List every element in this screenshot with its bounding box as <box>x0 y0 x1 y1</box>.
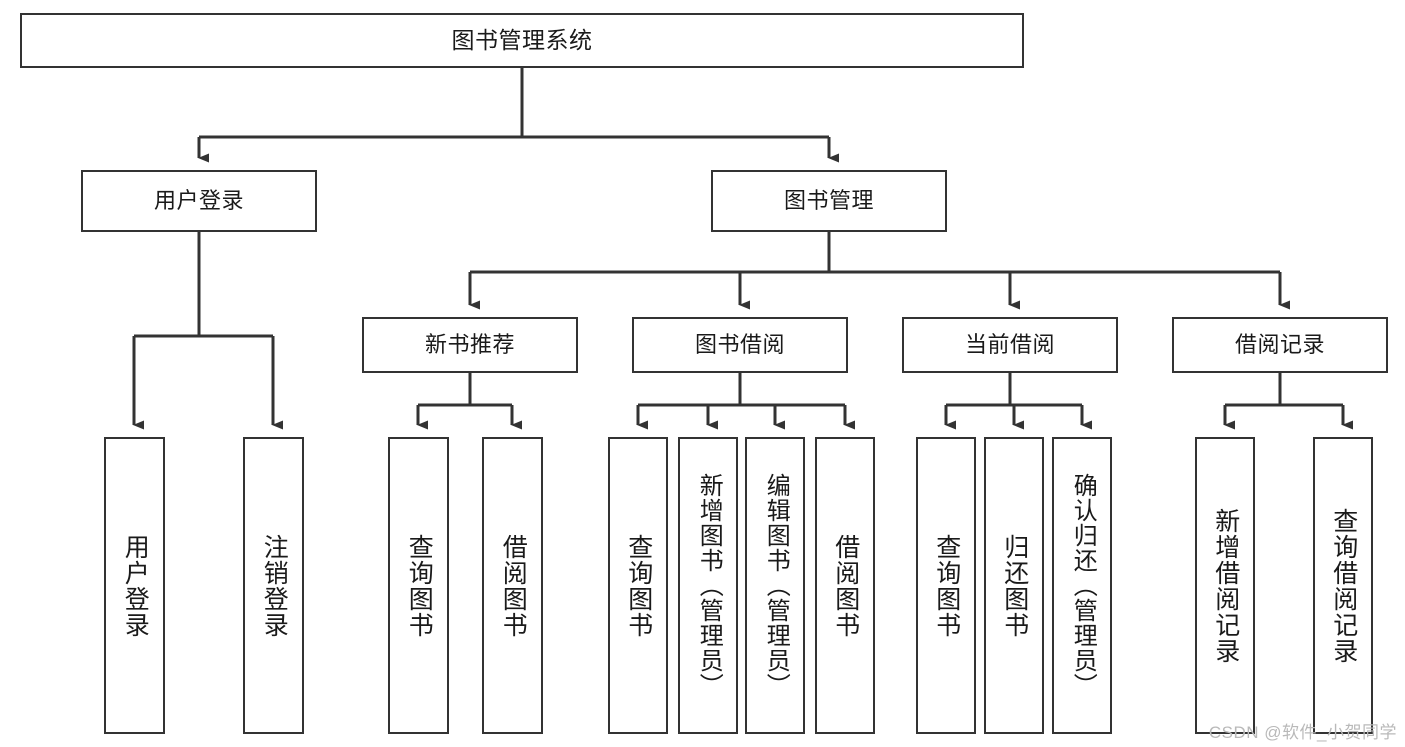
node-label: 当前借阅 <box>964 332 1055 358</box>
node-label: 归还图书 <box>1000 533 1029 638</box>
node-leaf-confirm-return[interactable]: 确认归还（管理员） <box>1052 437 1112 734</box>
node-leaf-query-book-cur[interactable]: 查询图书 <box>916 437 976 734</box>
node-label: 新增借阅记录 <box>1211 507 1240 664</box>
node-book-borrow[interactable]: 图书借阅 <box>632 317 848 373</box>
node-leaf-user-login[interactable]: 用户登录 <box>104 437 165 734</box>
node-label: 用户登录 <box>153 188 244 214</box>
node-borrow-record[interactable]: 借阅记录 <box>1172 317 1388 373</box>
node-label: 注销登录 <box>260 533 289 638</box>
node-label: 查询借阅记录 <box>1329 507 1358 664</box>
node-label: 用户登录 <box>121 533 150 638</box>
node-label: 借阅记录 <box>1234 332 1325 358</box>
node-label: 图书借阅 <box>694 332 785 358</box>
node-label: 查询图书 <box>405 533 434 638</box>
node-leaf-borrow-book-rec[interactable]: 借阅图书 <box>482 437 543 734</box>
watermark-text: CSDN @软件_小贺同学 <box>1208 723 1397 742</box>
node-label: 图书管理 <box>783 188 874 214</box>
node-label: 借阅图书 <box>499 533 528 638</box>
node-leaf-add-book[interactable]: 新增图书（管理员） <box>678 437 738 734</box>
node-label: 新增图书（管理员） <box>695 473 723 698</box>
node-label: 图书管理系统 <box>451 27 593 54</box>
node-leaf-user-logout[interactable]: 注销登录 <box>243 437 304 734</box>
node-leaf-query-record[interactable]: 查询借阅记录 <box>1313 437 1373 734</box>
node-label: 编辑图书（管理员） <box>762 473 790 698</box>
node-label: 新书推荐 <box>424 332 515 358</box>
node-label: 查询图书 <box>932 533 961 638</box>
node-book-manage[interactable]: 图书管理 <box>711 170 947 232</box>
node-leaf-add-record[interactable]: 新增借阅记录 <box>1195 437 1255 734</box>
node-leaf-query-book-borrow[interactable]: 查询图书 <box>608 437 668 734</box>
node-new-book-recommend[interactable]: 新书推荐 <box>362 317 578 373</box>
node-label: 确认归还（管理员） <box>1069 473 1097 698</box>
node-user-login[interactable]: 用户登录 <box>81 170 317 232</box>
node-leaf-query-book-rec[interactable]: 查询图书 <box>388 437 449 734</box>
node-leaf-return-book[interactable]: 归还图书 <box>984 437 1044 734</box>
node-leaf-edit-book[interactable]: 编辑图书（管理员） <box>745 437 805 734</box>
node-label: 借阅图书 <box>831 533 860 638</box>
node-root[interactable]: 图书管理系统 <box>20 13 1024 68</box>
node-current-borrow[interactable]: 当前借阅 <box>902 317 1118 373</box>
node-leaf-borrow-book[interactable]: 借阅图书 <box>815 437 875 734</box>
node-label: 查询图书 <box>624 533 653 638</box>
